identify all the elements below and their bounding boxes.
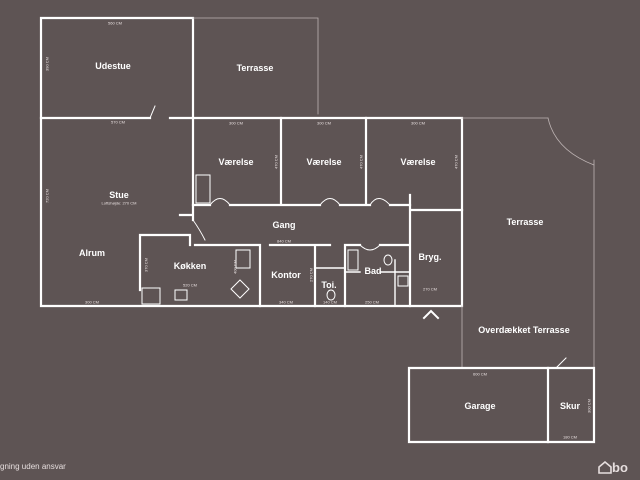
room-skur: Skur xyxy=(559,401,581,411)
room-alrum: Alrum xyxy=(78,248,106,258)
door-arc-udestue xyxy=(149,105,156,119)
dim-koekken-mid: 400 CM xyxy=(232,259,238,275)
brand-logo: bo xyxy=(598,460,628,475)
room-vaerelse-2: Værelse xyxy=(306,157,342,167)
fixture-toilet-2 xyxy=(383,254,393,266)
dim-stue-side: 720 CM xyxy=(44,188,50,204)
room-terrasse-top: Terrasse xyxy=(236,63,274,73)
room-garage: Garage xyxy=(464,401,496,411)
wall-skur xyxy=(546,366,596,444)
room-stue: Stue xyxy=(109,190,129,200)
fixture-diamond xyxy=(230,279,250,299)
dim-v1-side: 470 CM xyxy=(273,154,279,170)
dim-gang-bottom: 840 CM xyxy=(276,238,292,244)
dim-v3-side: 470 CM xyxy=(453,154,459,170)
wall-gang-bottom xyxy=(193,193,464,308)
dim-v2-side: 470 CM xyxy=(358,154,364,170)
house-icon xyxy=(598,460,612,474)
room-vaerelse-1: Værelse xyxy=(218,157,254,167)
room-overdaekket-terrasse: Overdækket Terrasse xyxy=(478,325,570,335)
dim-koekken-side: 370 CM xyxy=(143,257,149,273)
dim-kontor-side: 270 CM xyxy=(308,267,314,283)
door-skur xyxy=(555,357,567,369)
door-arcs xyxy=(192,198,391,251)
dim-udestue-bottom: 570 CM xyxy=(110,119,126,125)
room-kontor: Kontor xyxy=(271,270,301,280)
terrasse-top-outline xyxy=(192,17,319,115)
fixture-sink xyxy=(174,289,188,301)
dim-bryg-bottom: 270 CM xyxy=(422,286,438,292)
room-terrasse-right: Terrasse xyxy=(506,217,544,227)
entry-arrow xyxy=(422,309,440,320)
room-udestue: Udestue xyxy=(95,61,131,71)
room-bryg: Bryg. xyxy=(418,252,442,262)
dim-skur-side: 300 CM xyxy=(586,398,592,414)
dim-garage-top: 600 CM xyxy=(472,371,488,377)
dim-udestue-top: 560 CM xyxy=(107,20,123,26)
fixture-washer xyxy=(397,275,409,287)
room-vaerelse-3: Værelse xyxy=(400,157,436,167)
fixture-counter xyxy=(141,287,161,305)
dim-v2-top: 300 CM xyxy=(316,120,332,126)
wall-toilet xyxy=(314,259,411,307)
dim-skur-bottom: 180 CM xyxy=(562,434,578,440)
dim-bad-bottom: 250 CM xyxy=(364,299,380,305)
dim-kontor-bottom: 340 CM xyxy=(278,299,294,305)
wall-main-outer xyxy=(39,116,464,308)
dim-koekken-bottom: 520 CM xyxy=(182,282,198,288)
wall-kitchen xyxy=(138,203,195,292)
dim-v1-top: 300 CM xyxy=(228,120,244,126)
room-gang: Gang xyxy=(272,220,296,230)
wall-vaerelse xyxy=(191,116,412,207)
dim-alrum-bottom: 300 CM xyxy=(84,299,100,305)
dim-v3-top: 300 CM xyxy=(410,120,426,126)
dim-udestue-side: 390 CM xyxy=(44,56,50,72)
fixture-toilet-1 xyxy=(326,289,336,301)
room-bad: Bad xyxy=(364,266,382,276)
stue-ceiling-height: Loftshøjde: 270 CM xyxy=(101,200,137,206)
room-toi: Toi. xyxy=(321,280,337,290)
brand-logo-text: bo xyxy=(612,460,628,475)
door-arc-terrasse xyxy=(547,117,595,166)
fixture-cabinet xyxy=(195,174,211,204)
fixture-stove xyxy=(235,249,251,269)
dim-toi-bottom: 140 CM xyxy=(322,299,338,305)
room-koekken: Køkken xyxy=(173,261,207,271)
fixture-bath xyxy=(347,249,359,271)
disclaimer-text: gning uden ansvar xyxy=(0,462,66,471)
